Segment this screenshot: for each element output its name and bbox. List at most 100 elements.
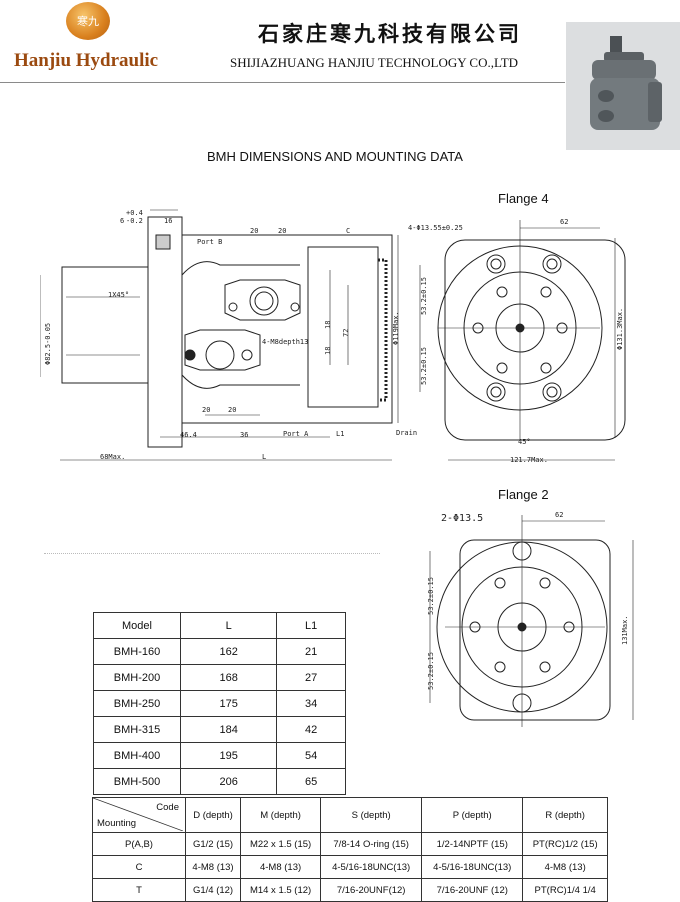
product-photo	[566, 22, 680, 150]
mounting-cell: T	[92, 878, 186, 902]
flange4-dim-121-7: 121.7Max.	[510, 456, 548, 464]
table-row: BMH-400 195 54	[93, 742, 346, 769]
flange4-angle: 45°	[518, 438, 531, 446]
flange2-holes: 2-Φ13.5	[441, 513, 483, 524]
dim-18-b: 18	[324, 321, 332, 329]
data-cell: G1/4 (12)	[184, 878, 242, 902]
flange2-title: Flange 2	[498, 487, 549, 502]
l-cell: 195	[179, 742, 278, 769]
data-cell: 4-M8 (13)	[522, 855, 608, 879]
dim-6: 6	[120, 217, 124, 225]
label-chamfer: 1X45°	[108, 291, 129, 299]
model-cell: BMH-160	[93, 638, 181, 665]
label-drain-port: Drain Port T	[396, 429, 420, 437]
l-cell: 162	[179, 638, 278, 665]
label-port-a: Port A	[283, 430, 309, 438]
table-row: BMH-250 175 34	[93, 690, 346, 717]
header-cell: R (depth)	[522, 797, 608, 833]
header-cell: Model	[93, 612, 181, 639]
corner-code-label: Code	[156, 802, 179, 813]
page-title: BMH DIMENSIONS AND MOUNTING DATA	[207, 149, 463, 164]
dim-68: 68Max.	[100, 453, 125, 461]
header-cell: P (depth)	[421, 797, 524, 833]
model-cell: BMH-315	[93, 716, 181, 743]
l1-cell: 42	[276, 716, 346, 743]
header-cell: L	[179, 612, 278, 639]
company-name-en: SHIJIAZHUANG HANJIU TECHNOLOGY CO.,LTD	[230, 55, 519, 70]
data-cell: 1/2-14NPTF (15)	[421, 832, 524, 856]
data-cell: PT(RC)1/4 1/4	[522, 878, 608, 902]
flange4-dim-62: 62	[560, 218, 568, 226]
label-m8-holes: 4-M8depth13	[262, 338, 308, 346]
dim-l: L	[262, 453, 266, 461]
table-row: BMH-500 206 65	[93, 768, 346, 795]
flange2-drawing: 2-Φ13.5 62 53.2±0.15 53.2±0.15 131Max.	[427, 511, 634, 727]
section-divider	[44, 553, 380, 554]
flange4-dim-131-3: Φ131.3Max.	[616, 308, 624, 350]
dim-l1: L1	[336, 430, 344, 438]
table-row: BMH-200 168 27	[93, 664, 346, 691]
l1-cell: 21	[276, 638, 346, 665]
data-cell: M14 x 1.5 (12)	[240, 878, 322, 902]
l-cell: 184	[179, 716, 278, 743]
logo-emblem: 寒九	[66, 2, 110, 40]
data-cell: 4-5/16-18UNC(13)	[320, 855, 423, 879]
flange2-dim-53-b: 53.2±0.15	[427, 652, 435, 690]
brand-name: Hanjiu Hydraulic	[14, 50, 159, 71]
data-cell: 4-M8 (13)	[240, 855, 322, 879]
side-view-drawing: +0.4 -0.2 6 16 Port B 20 20 C 1X45° Φ82.…	[40, 209, 420, 461]
flange4-title: Flange 4	[498, 191, 549, 206]
l-cell: 175	[179, 690, 278, 717]
dim-shaft-diameter: Φ82.5-0.05	[44, 323, 52, 365]
tolerance-bottom: -0.2	[126, 217, 143, 225]
label-c: C	[346, 227, 350, 235]
l1-cell: 54	[276, 742, 346, 769]
data-cell: 7/16-20UNF(12)	[320, 878, 423, 902]
table-header-row: Model L L1	[93, 612, 346, 639]
table-row: BMH-160 162 21	[93, 638, 346, 665]
corner-header-cell: Code Mounting	[92, 797, 186, 833]
data-cell: 4-5/16-18UNC(13)	[421, 855, 524, 879]
flange4-holes: 4-Φ13.55±0.25	[408, 224, 463, 232]
dim-20-b: 20	[278, 227, 286, 235]
flange2-dim-53-a: 53.2±0.15	[427, 577, 435, 615]
l1-cell: 34	[276, 690, 346, 717]
company-name-cn: 石家庄寒九科技有限公司	[258, 22, 522, 46]
data-cell: M22 x 1.5 (15)	[240, 832, 322, 856]
header-cell: L1	[276, 612, 346, 639]
data-cell: PT(RC)1/2 (15)	[522, 832, 608, 856]
l1-cell: 65	[276, 768, 346, 795]
table-row: T G1/4 (12) M14 x 1.5 (12) 7/16-20UNF(12…	[92, 878, 608, 902]
dim-72: 72	[342, 329, 350, 337]
flange2-dim-62: 62	[555, 511, 563, 519]
dim-20-c: 20	[202, 406, 210, 414]
mounting-cell: C	[92, 855, 186, 879]
data-cell: G1/2 (15)	[184, 832, 242, 856]
port-code-table: Code Mounting D (depth) M (depth) S (dep…	[92, 797, 608, 902]
dim-16: 16	[164, 217, 172, 225]
dim-36: 36	[240, 431, 248, 439]
table-row: C 4-M8 (13) 4-M8 (13) 4-5/16-18UNC(13) 4…	[92, 855, 608, 879]
model-cell: BMH-400	[93, 742, 181, 769]
dim-18-a: 18	[324, 347, 332, 355]
l-cell: 168	[179, 664, 278, 691]
flange2-dim-131: 131Max.	[621, 615, 629, 645]
mounting-cell: P(A,B)	[92, 832, 186, 856]
tolerance-top: +0.4	[126, 209, 143, 217]
model-cell: BMH-200	[93, 664, 181, 691]
corner-mounting-label: Mounting	[97, 818, 137, 829]
data-cell: 7/8-14 O-ring (15)	[320, 832, 423, 856]
dim-46-4: 46.4	[180, 431, 197, 439]
flange4-dim-53-a: 53.2±0.15	[420, 277, 428, 315]
header-cell: S (depth)	[320, 797, 423, 833]
table-row: BMH-315 184 42	[93, 716, 346, 743]
data-cell: 4-M8 (13)	[184, 855, 242, 879]
dim-20-a: 20	[250, 227, 258, 235]
flange4-dim-53-b: 53.2±0.15	[420, 347, 428, 385]
table-header-row: Code Mounting D (depth) M (depth) S (dep…	[92, 797, 608, 833]
l-cell: 206	[179, 768, 278, 795]
l1-cell: 27	[276, 664, 346, 691]
flange4-drawing: 4-Φ13.55±0.25 62 53.2±0.15 53.2±0.15 Φ13…	[408, 218, 626, 464]
dim-20-d: 20	[228, 406, 236, 414]
data-cell: 7/16-20UNF (12)	[421, 878, 524, 902]
